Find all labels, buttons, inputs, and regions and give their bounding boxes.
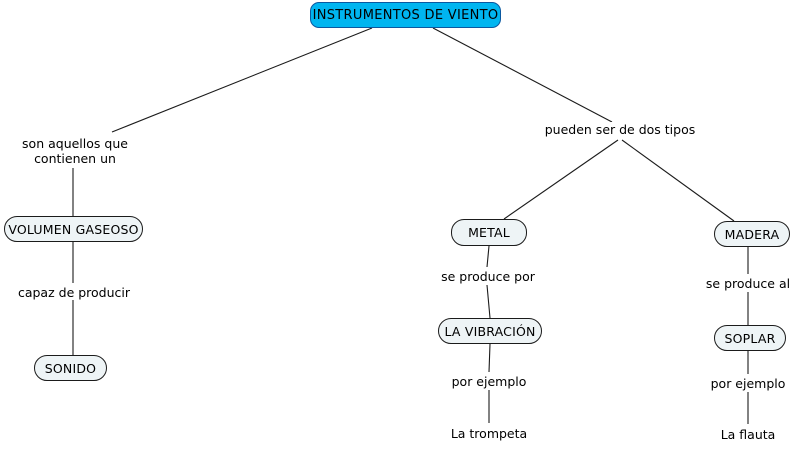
- concept-node-metal-label: METAL: [468, 225, 510, 240]
- example-text-la-flauta-label: La flauta: [720, 427, 776, 442]
- concept-node-madera[interactable]: MADERA: [714, 221, 790, 247]
- edge-metal-to-seproducepor: [486, 245, 490, 268]
- link-phrase-por-ejemplo-madera: por ejemplo: [673, 376, 799, 391]
- link-phrase-se-produce-por: se produce por: [413, 269, 563, 284]
- link-phrase-por-ejemplo-madera-label: por ejemplo: [710, 376, 786, 391]
- edge-right-link-to-metal: [503, 139, 619, 220]
- example-text-la-trompeta: La trompeta: [414, 426, 564, 441]
- concept-node-root[interactable]: INSTRUMENTOS DE VIENTO: [310, 2, 501, 28]
- edge-vibracion-to-porejemplo-metal: [488, 343, 491, 373]
- link-phrase-pueden-ser-de-dos-tipos: pueden ser de dos tipos: [530, 122, 710, 137]
- link-phrase-se-produce-al-label: se produce al: [705, 276, 791, 291]
- edge-root-to-right-link: [432, 27, 613, 123]
- link-phrase-pueden-ser-label: pueden ser de dos tipos: [544, 122, 696, 137]
- concept-node-sonido[interactable]: SONIDO: [34, 355, 107, 381]
- link-phrase-por-ejemplo-metal: por ejemplo: [414, 374, 564, 389]
- concept-node-soplar-label: SOPLAR: [724, 330, 776, 346]
- concept-node-sonido-label: SONIDO: [44, 360, 97, 376]
- concept-node-la-vibracion-label: LA VIBRACIÓN: [444, 323, 536, 339]
- concept-node-soplar[interactable]: SOPLAR: [714, 325, 786, 351]
- example-text-la-flauta: La flauta: [673, 427, 799, 442]
- link-phrase-son-aquellos-que-contienen-un: son aquellos que contienen un: [0, 136, 150, 166]
- link-phrase-capaz-de-producir-label: capaz de producir: [17, 285, 131, 300]
- link-phrase-capaz-de-producir: capaz de producir: [0, 285, 148, 300]
- concept-node-root-label: INSTRUMENTOS DE VIENTO: [312, 7, 499, 23]
- edge-root-to-left-link: [111, 27, 373, 133]
- concept-node-metal[interactable]: METAL: [451, 219, 527, 246]
- example-text-la-trompeta-label: La trompeta: [450, 426, 528, 441]
- link-phrase-son-aquellos-label: son aquellos que contienen un: [22, 136, 128, 166]
- edge-seproducepor-to-vibracion: [486, 284, 491, 319]
- link-phrase-se-produce-por-label: se produce por: [441, 269, 535, 284]
- concept-node-la-vibracion[interactable]: LA VIBRACIÓN: [438, 318, 542, 344]
- link-phrase-por-ejemplo-metal-label: por ejemplo: [451, 374, 527, 389]
- concept-node-volumen-gaseoso[interactable]: VOLUMEN GASEOSO: [4, 216, 143, 242]
- concept-node-volumen-gaseoso-label: VOLUMEN GASEOSO: [8, 221, 139, 237]
- edge-right-link-to-madera: [621, 139, 735, 222]
- link-phrase-se-produce-al: se produce al: [673, 276, 799, 291]
- concept-node-madera-label: MADERA: [724, 226, 780, 242]
